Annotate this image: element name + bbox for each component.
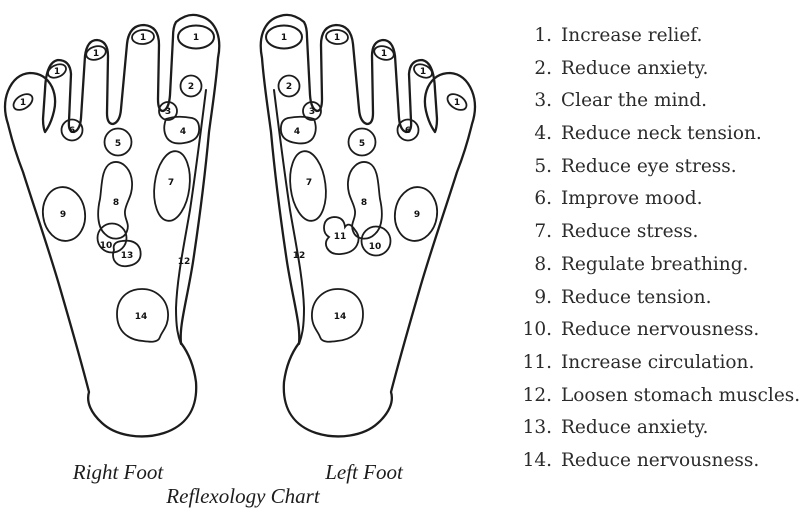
legend-item-number: 14. — [522, 449, 552, 471]
right-foot-caption: Right Foot — [72, 460, 165, 484]
zone-number-label: 8 — [113, 198, 119, 208]
zone-number-label: 1 — [454, 98, 460, 108]
zone-number-label: 1 — [420, 67, 426, 77]
zone-number-label: 9 — [414, 210, 420, 220]
legend-list: 1. Increase relief. 2. Reduce anxiety. 3. C… — [521, 20, 801, 478]
legend-item-text: Reduce nervousness. — [561, 319, 760, 341]
zone-number-label: 4 — [294, 127, 300, 137]
legend-item-text: Reduce tension. — [561, 286, 712, 308]
right-foot-shape — [3, 13, 221, 438]
legend-item: 1. Increase relief. — [521, 20, 797, 53]
legend-item-text: Loosen stomach muscles. — [561, 384, 801, 406]
zone-number-label: 7 — [306, 178, 312, 188]
legend-item-text: Reduce neck tension. — [561, 123, 762, 145]
legend-item-number: 4. — [534, 123, 552, 145]
zone-number-label: 4 — [180, 127, 186, 137]
right-foot-cluster — [96, 222, 142, 268]
legend-item: 2. Reduce anxiety. — [521, 53, 797, 86]
legend-item: 4. Reduce neck tension. — [521, 118, 797, 151]
zone-number-label: 8 — [361, 198, 367, 208]
legend-item-number: 5. — [534, 155, 552, 177]
zone-number-label: 1 — [140, 33, 146, 43]
zone-number-label: 10 — [369, 242, 382, 252]
zone-number-label: 3 — [165, 107, 171, 117]
legend-item: 12. Loosen stomach muscles. — [521, 380, 801, 413]
legend-item-number: 3. — [534, 90, 552, 112]
zone-number-label: 1 — [20, 98, 26, 108]
legend-item-text: Reduce eye stress. — [561, 155, 737, 177]
legend-item: 9. Reduce tension. — [521, 282, 797, 315]
legend-item: 11. Increase circulation. — [521, 347, 797, 380]
zone-number-label: 2 — [286, 82, 292, 92]
legend-item-number: 7. — [534, 221, 552, 243]
zone10-left-shape — [360, 225, 392, 257]
zone-number-label: 1 — [334, 33, 340, 43]
legend-item-text: Reduce stress. — [561, 221, 699, 243]
zone-number-label: 14 — [334, 312, 347, 322]
zone-number-label: 1 — [281, 33, 287, 43]
legend-item-text: Increase relief. — [561, 25, 703, 46]
zone-number-label: 1 — [93, 49, 99, 59]
zone-number-label: 3 — [309, 107, 315, 117]
zone-number-label: 5 — [359, 139, 365, 149]
legend-item-number: 13. — [522, 417, 552, 439]
legend-item-number: 12. — [522, 384, 552, 406]
legend-item: 8. Regulate breathing. — [521, 249, 797, 282]
left-foot-shape — [259, 13, 477, 438]
legend-item-number: 11. — [522, 351, 552, 373]
zone-number-label: 9 — [60, 210, 66, 220]
legend-item: 5. Reduce eye stress. — [521, 151, 797, 184]
zone-number-label: 7 — [168, 178, 174, 188]
zone-number-label: 6 — [69, 126, 75, 136]
legend-item-number: 6. — [534, 188, 552, 210]
legend-item-number: 9. — [534, 286, 552, 308]
legend-item-text: Reduce anxiety. — [561, 417, 709, 439]
legend-item: 3. Clear the mind. — [521, 85, 797, 118]
zone-number-label: 10 — [100, 241, 113, 251]
legend-item-text: Reduce nervousness. — [561, 449, 760, 471]
zone-number-label: 2 — [188, 82, 194, 92]
legend-item-number: 10. — [522, 319, 552, 341]
legend-item-number: 1. — [534, 25, 552, 46]
legend-item: 6. Improve mood. — [521, 183, 797, 216]
zone13-shape — [112, 239, 142, 268]
legend-item-text: Regulate breathing. — [561, 253, 749, 275]
legend-item-text: Clear the mind. — [561, 90, 708, 112]
legend-item-number: 2. — [534, 57, 552, 79]
legend-item-text: Improve mood. — [561, 188, 703, 210]
left-foot-caption: Left Foot — [324, 460, 404, 484]
zone-number-label: 13 — [121, 251, 134, 261]
zone-number-label: 12 — [178, 257, 191, 267]
zone-number-label: 1 — [381, 49, 387, 59]
zone-number-label: 11 — [334, 232, 347, 242]
left-foot-cluster — [323, 216, 392, 257]
zone-number-label: 5 — [115, 139, 121, 149]
zone-number-label: 6 — [405, 126, 411, 136]
chart-title: Reflexology Chart — [165, 484, 321, 508]
right-foot-zone-labels: 1 1 1 1 1 2 3 4 5 6 7 8 9 10 13 12 14 — [20, 33, 199, 322]
zone-number-label: 1 — [193, 33, 199, 43]
legend-item: 14. Reduce nervousness. — [521, 445, 797, 478]
legend-item-text: Reduce anxiety. — [561, 57, 709, 79]
zone-number-label: 14 — [135, 312, 148, 322]
legend-item-number: 8. — [534, 253, 552, 275]
zone-number-label: 12 — [293, 251, 306, 261]
legend-item: 13. Reduce anxiety. — [521, 412, 797, 445]
zone-number-label: 1 — [54, 67, 60, 77]
feet-diagram: 1 1 1 1 1 2 3 4 5 6 7 8 9 10 13 12 14 1 … — [3, 13, 477, 508]
legend-item: 10. Reduce nervousness. — [521, 314, 797, 347]
left-foot-zone-labels: 1 1 1 1 1 2 3 4 5 6 7 8 9 11 10 12 14 — [281, 33, 460, 322]
legend-item: 7. Reduce stress. — [521, 216, 797, 249]
zone11-shape — [323, 216, 360, 256]
legend-item-text: Increase circulation. — [561, 351, 755, 373]
zone10-shape — [96, 222, 128, 254]
